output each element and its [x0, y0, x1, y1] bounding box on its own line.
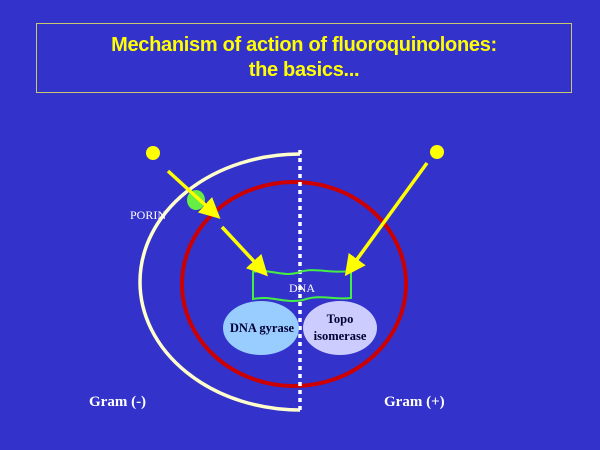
- title-line-2: the basics...: [248, 59, 360, 81]
- arrow-to-dna-gram-negative: [220, 225, 268, 277]
- porin-label: PORIN: [130, 208, 166, 222]
- drug-molecule-right: [430, 145, 444, 159]
- topoisomerase-label-line-2: isomerase: [314, 329, 367, 343]
- topoisomerase-enzyme: [303, 301, 377, 355]
- arrow-through-porin: [166, 169, 221, 219]
- dna-label: DNA: [289, 281, 315, 295]
- dna-gyrase-enzyme: [223, 301, 299, 355]
- outer-membrane-arc: [138, 152, 301, 412]
- arrow-to-dna-gram-positive: [344, 161, 429, 277]
- topoisomerase-label-line-1: Topo: [327, 312, 354, 326]
- gram-positive-label: Gram (+): [384, 394, 445, 410]
- title-box: Mechanism of action of fluoroquinolones:…: [36, 23, 572, 93]
- dna-strand-box: [252, 269, 352, 302]
- drug-molecule-left: [146, 146, 160, 160]
- dna-gyrase-label: DNA gyrase: [230, 321, 295, 335]
- cell-membrane: [180, 180, 408, 388]
- gram-negative-label: Gram (-): [89, 394, 146, 410]
- title-line-1: Mechanism of action of fluoroquinolones:: [111, 34, 497, 56]
